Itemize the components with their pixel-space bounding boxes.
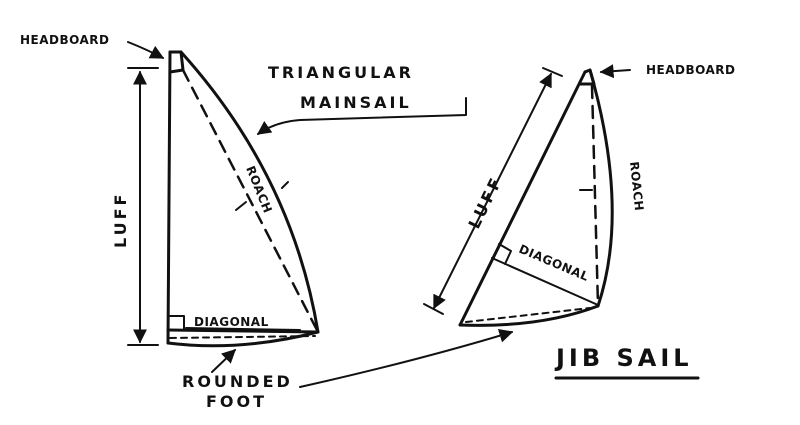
jib-luff-dimension-top-cap bbox=[542, 67, 563, 77]
mainsail-foot-edge bbox=[166, 328, 320, 334]
mainsail: HEADBOARD TRIANGULAR MAINSAIL LUFF ROACH… bbox=[20, 33, 467, 411]
jib-leech-roach-edge bbox=[588, 68, 614, 308]
mainsail-roach-tick-inner bbox=[235, 201, 247, 211]
mainsail-foot-label-line1: ROUNDED bbox=[182, 372, 293, 391]
jib-roach-label: ROACH bbox=[627, 161, 646, 212]
jib-foot-chord bbox=[465, 307, 591, 323]
jib-diagonal-label: DIAGONAL bbox=[517, 242, 591, 284]
mainsail-right-angle-mark bbox=[169, 315, 185, 331]
mainsail-roach-tick-outer bbox=[281, 181, 289, 189]
jib-headboard-label: HEADBOARD bbox=[646, 63, 736, 77]
jib-luff-dimension-arrow bbox=[433, 72, 552, 310]
jib-luff-dimension-bottom-cap bbox=[423, 303, 444, 315]
mainsail-diagonal-line bbox=[185, 327, 301, 331]
jib-foot-edge bbox=[458, 304, 600, 327]
mainsail-headboard bbox=[168, 50, 185, 74]
jib-rounded-foot-arrow bbox=[299, 328, 514, 388]
jib-headboard-arrow bbox=[599, 64, 631, 79]
mainsail-diagonal-label: DIAGONAL bbox=[194, 315, 269, 329]
mainsail-straight-leech-line bbox=[181, 68, 320, 334]
mainsail-leech-roach-edge bbox=[179, 50, 320, 334]
mainsail-rounded-foot-edge bbox=[166, 330, 320, 348]
jib-luff-label: LUFF bbox=[465, 173, 507, 232]
mainsail-headboard-arrow bbox=[127, 41, 165, 59]
mainsail-rounded-foot-arrow bbox=[211, 349, 237, 373]
jib-straight-leech-line bbox=[590, 84, 600, 308]
mainsail-luff-edge bbox=[166, 50, 172, 345]
jib-title: JIB SAIL bbox=[554, 344, 693, 372]
mainsail-foot-label-line2: FOOT bbox=[206, 392, 267, 411]
mainsail-headboard-label: HEADBOARD bbox=[20, 33, 110, 47]
mainsail-foot-chord bbox=[169, 335, 316, 339]
mainsail-roach-label: ROACH bbox=[243, 164, 275, 215]
mainsail-title-arrow bbox=[256, 97, 467, 135]
mainsail-title-line1: TRIANGULAR bbox=[268, 63, 414, 82]
mainsail-title-line2: MAINSAIL bbox=[300, 93, 412, 112]
mainsail-luff-label: LUFF bbox=[111, 192, 130, 248]
